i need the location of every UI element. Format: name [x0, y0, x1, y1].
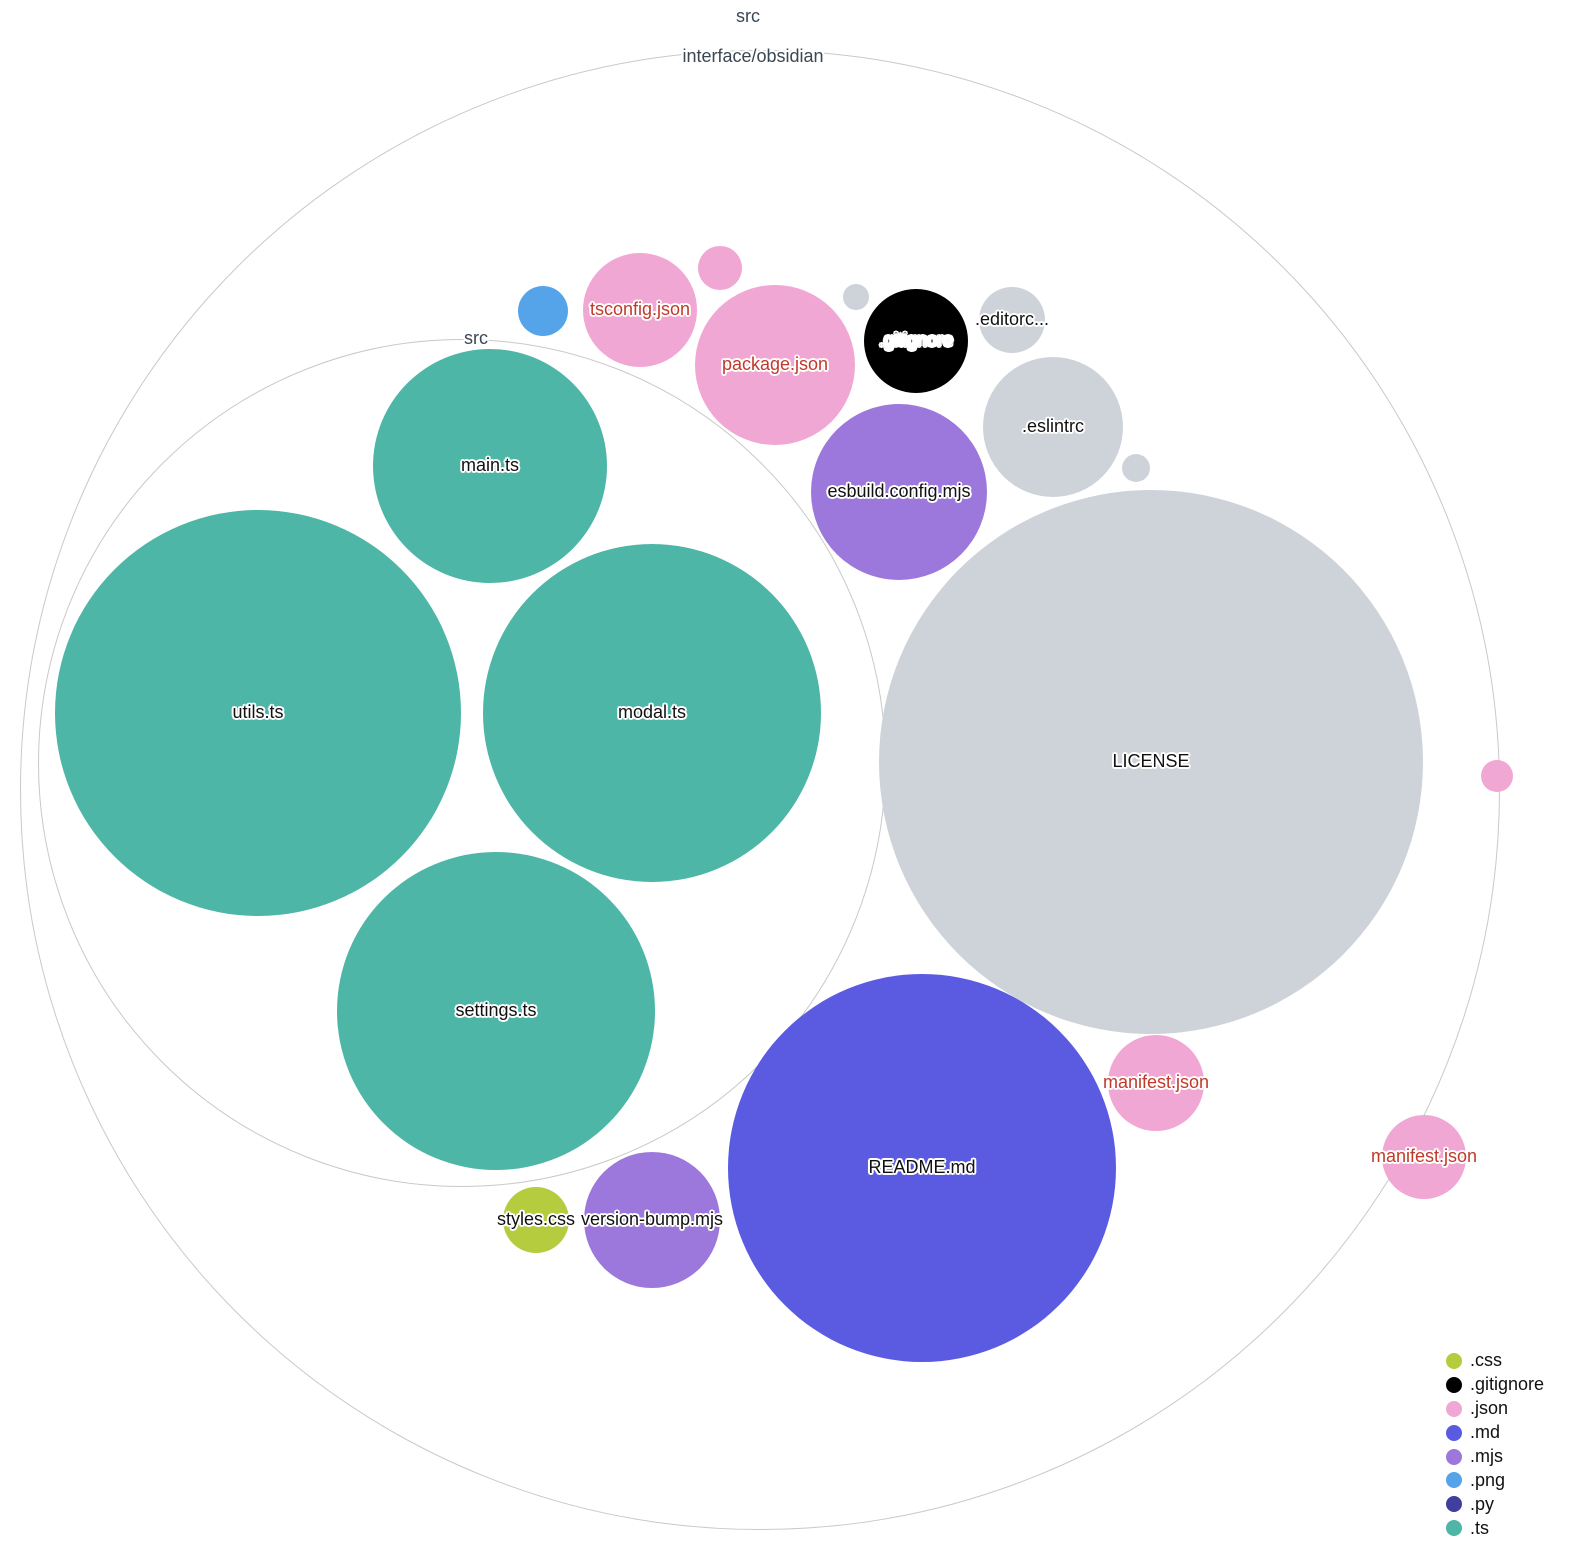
legend: .css .gitignore .json .md .mjs .png .py .ts	[1446, 1349, 1544, 1540]
file-bubble-tsconfig.json	[583, 253, 697, 367]
label-main.ts: main.ts	[460, 455, 520, 476]
legend-swatch-ts-icon	[1446, 1520, 1462, 1537]
legend-label-md: .md	[1470, 1422, 1501, 1443]
label-manifest.json-outer: manifest.json	[1370, 1146, 1478, 1167]
label-README.md: README.md	[868, 1157, 976, 1178]
file-bubble-version-bump.mjs	[584, 1152, 720, 1288]
legend-label-mjs: .mjs	[1470, 1446, 1503, 1466]
label-modal.ts: modal.ts	[617, 702, 687, 723]
legend-item-md: .md	[1446, 1421, 1544, 1445]
legend-item-mjs: .mjs	[1446, 1445, 1544, 1469]
legend-label-ts: .ts	[1470, 1517, 1490, 1538]
file-bubble-modal.ts	[483, 544, 821, 882]
legend-swatch-css-icon	[1446, 1352, 1462, 1369]
file-bubble-esbuild.config.mjs	[811, 404, 987, 580]
legend-swatch-json-icon	[1446, 1400, 1462, 1417]
label-version-bump.mjs: version-bump.mjs	[580, 1209, 724, 1230]
legend-label-py: .py	[1470, 1493, 1495, 1514]
file-bubble-png-file	[518, 286, 568, 336]
legend-label-json: .json	[1470, 1398, 1509, 1419]
label-.gitignore: .gitignore	[878, 330, 954, 351]
file-bubble-.editorconfig	[979, 287, 1045, 353]
file-bubble-.gitignore	[864, 289, 968, 393]
file-bubble-main.ts	[373, 349, 607, 583]
label-styles.css: styles.css	[496, 1209, 576, 1230]
label-settings.ts: settings.ts	[455, 1000, 537, 1021]
file-bubble-settings.ts	[337, 852, 655, 1170]
legend-item-py: .py	[1446, 1492, 1544, 1516]
label-src: src	[464, 328, 488, 349]
legend-item-css: .css	[1446, 1349, 1544, 1373]
file-bubble-utils.ts	[55, 510, 461, 916]
file-bubble-manifest.json-inner	[1108, 1035, 1204, 1131]
legend-swatch-py-icon	[1446, 1496, 1462, 1513]
legend-label-css: .css	[1470, 1350, 1503, 1371]
legend-item-png: .png	[1446, 1468, 1544, 1492]
label-.eslintrc: .eslintrc	[1021, 416, 1085, 437]
file-bubble-small-json-top	[698, 246, 742, 290]
legend-item-json: .json	[1446, 1397, 1544, 1421]
label-tsconfig.json: tsconfig.json	[589, 299, 691, 320]
file-bubble-small-gray-1	[843, 284, 869, 310]
file-bubble-LICENSE	[879, 490, 1423, 1034]
file-bubble-styles.css	[503, 1187, 569, 1253]
label-utils.ts: utils.ts	[232, 702, 284, 723]
label-package.json: package.json	[721, 354, 829, 375]
file-bubble-manifest.json-outer	[1382, 1115, 1466, 1199]
legend-swatch-png-icon	[1446, 1472, 1462, 1489]
title-label-interface-obsidian: interface/obsidian	[682, 46, 824, 67]
title-label-src: src	[736, 6, 760, 27]
file-bubble-.eslintrc	[983, 357, 1123, 497]
label-LICENSE: LICENSE	[1112, 751, 1190, 772]
legend-item-gitignore: .gitignore	[1446, 1373, 1544, 1397]
legend-swatch-gitignore-icon	[1446, 1376, 1462, 1393]
file-bubble-README.md	[728, 974, 1116, 1362]
legend-swatch-md-icon	[1446, 1424, 1462, 1441]
label-manifest.json-inner: manifest.json	[1102, 1072, 1210, 1093]
file-bubble-small-json-right	[1481, 760, 1513, 792]
label-.editorconfig: .editorc...	[974, 309, 1050, 330]
legend-swatch-mjs-icon	[1446, 1448, 1462, 1465]
label-esbuild.config.mjs: esbuild.config.mjs	[827, 481, 971, 502]
file-bubble-small-gray-2	[1122, 454, 1150, 482]
legend-label-gitignore: .gitignore	[1470, 1374, 1545, 1395]
legend-label-png: .png	[1470, 1469, 1506, 1490]
file-bubble-package.json	[695, 285, 855, 445]
legend-item-ts: .ts	[1446, 1516, 1544, 1540]
